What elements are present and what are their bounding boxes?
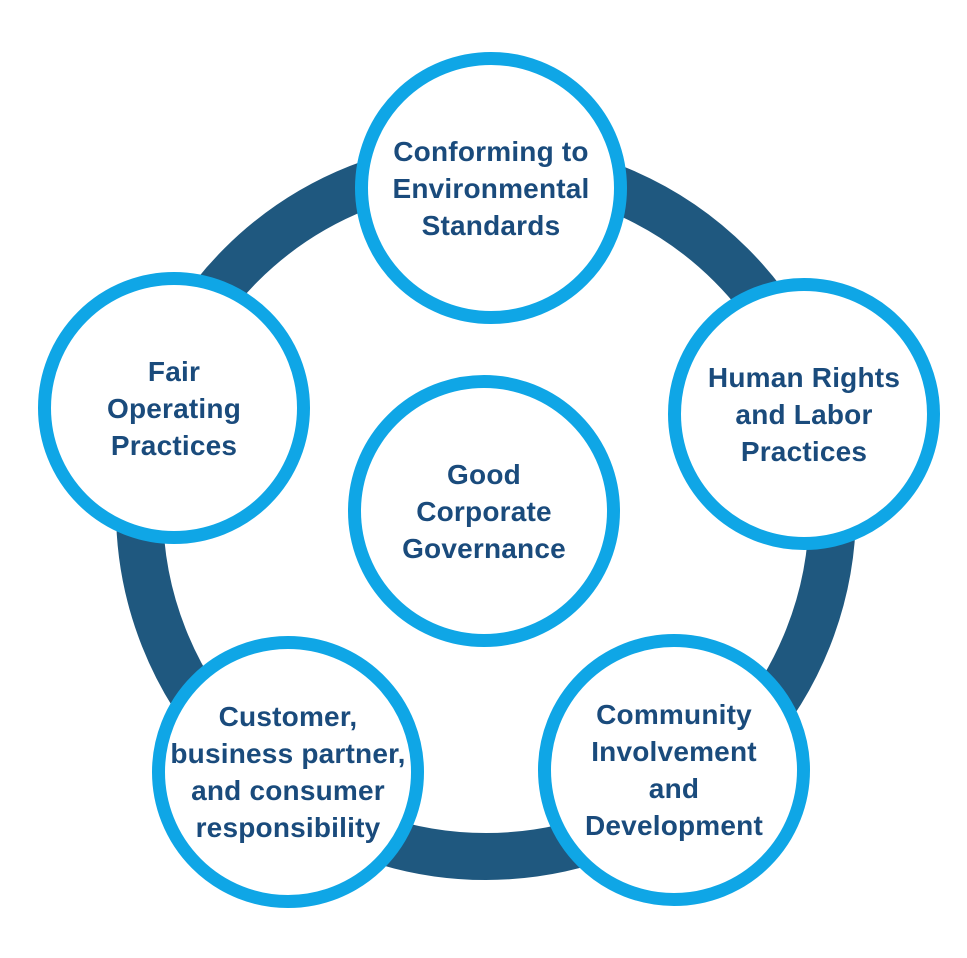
node-label: Good Corporate Governance [402,458,566,564]
node-customer-responsibility: Customer, business partner, and consumer… [152,636,424,908]
node-fair-operating-practices: Fair Operating Practices [38,272,310,544]
node-human-rights-labor: Human Rights and Labor Practices [668,278,940,550]
node-good-corporate-governance: Good Corporate Governance [348,375,620,647]
node-environmental-standards: Conforming to Environmental Standards [355,52,627,324]
node-label: Customer, business partner, and consumer… [170,701,406,843]
node-label: Fair Operating Practices [106,355,242,461]
node-label: Community Involvement and Development [584,699,764,841]
node-label: Conforming to Environmental Standards [392,135,590,241]
node-community-involvement: Community Involvement and Development [538,634,810,906]
node-label: Human Rights and Labor Practices [707,361,901,467]
